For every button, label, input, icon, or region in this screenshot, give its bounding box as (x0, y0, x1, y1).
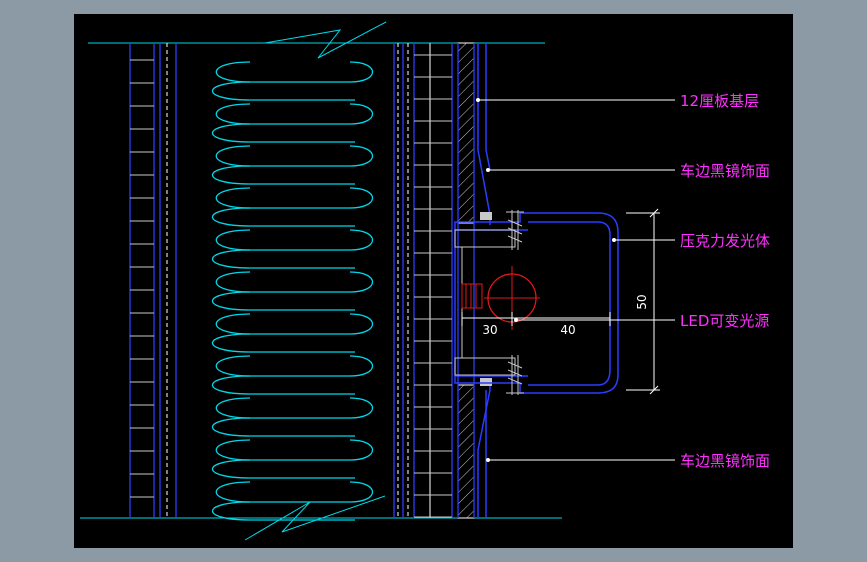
drawing-canvas (74, 14, 793, 548)
top-break-line (88, 21, 545, 59)
left-stud-wall (129, 43, 177, 518)
dimension-height-value: 50 (635, 294, 649, 309)
label-mirror-top: 车边黑镜饰面 (680, 162, 770, 180)
label-mirror-bottom: 车边黑镜饰面 (680, 452, 770, 470)
dimension-depth (461, 312, 611, 326)
right-stud-wall (393, 43, 453, 518)
label-led: LED可变光源 (680, 312, 769, 330)
fixing-screw-top (506, 210, 524, 250)
dimension-height (626, 208, 660, 395)
label-plywood-base: 12厘板基层 (680, 92, 759, 110)
fixing-screw-bottom (506, 355, 524, 395)
dimension-depth-a-value: 30 (482, 323, 497, 337)
leader-lines (478, 99, 675, 461)
insulation-fill (212, 61, 373, 521)
leader-markers (476, 98, 616, 462)
label-acrylic: 压克力发光体 (680, 232, 770, 250)
dimension-depth-b-value: 40 (560, 323, 575, 337)
acrylic-light-box (454, 212, 619, 394)
black-mirror-finish (477, 43, 492, 518)
plywood-base-layer (457, 42, 475, 519)
